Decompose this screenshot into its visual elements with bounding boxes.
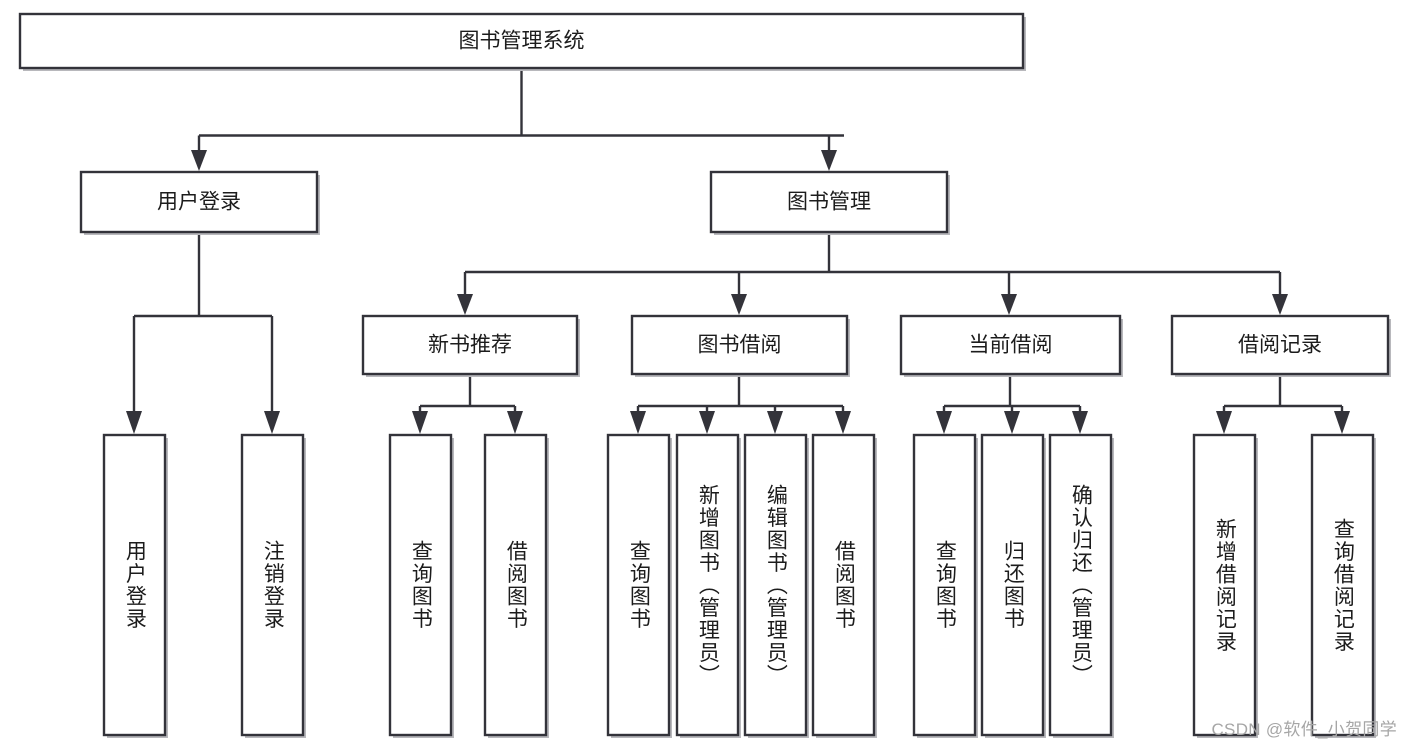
leaf-node[interactable]: 确认归还（管理员） [1048, 433, 1114, 738]
book-borrow-label: 图书借阅 [698, 334, 782, 357]
leaf-label: 注销登录 [261, 540, 285, 630]
leaf-label: 查询借阅记录 [1331, 517, 1355, 653]
leaf-box [675, 433, 740, 737]
arrowhead-leaf-query-record [1334, 411, 1350, 434]
borrow-record-box [1170, 314, 1390, 376]
leaf-label: 编辑图书（管理员） [764, 483, 788, 687]
book-management-box [709, 170, 949, 234]
leaf-label: 新增借阅记录 [1213, 517, 1237, 653]
leaf-box [102, 433, 167, 737]
leaf-label: 确认归还（管理员） [1069, 483, 1093, 687]
leaf-box [1192, 433, 1257, 737]
new-book-recommend-label: 新书推荐 [428, 334, 512, 357]
leaf-box [483, 433, 548, 737]
leaf-box [240, 433, 305, 737]
leaf-label: 查询图书 [933, 540, 957, 630]
arrowhead-new-book-rec [457, 294, 473, 315]
arrowhead-leaf-query-book-3 [936, 411, 952, 434]
book-borrow-box [630, 314, 849, 376]
leaf-node[interactable]: 注销登录 [240, 433, 306, 738]
node-book-borrow[interactable]: 图书借阅 [630, 314, 850, 377]
arrowhead-leaf-borrow-book-1 [507, 411, 523, 434]
new-book-recommend-box [361, 314, 579, 376]
leaf-box [980, 433, 1045, 737]
leaf-node[interactable]: 编辑图书（管理员） [743, 433, 809, 738]
leaf-node[interactable]: 查询图书 [388, 433, 454, 738]
root-label: 图书管理系统 [459, 30, 585, 53]
leaf-box [1048, 433, 1113, 737]
leaf-box [1310, 433, 1375, 737]
arrowhead-user-login [191, 150, 207, 171]
leaf-node[interactable]: 查询图书 [606, 433, 672, 738]
leaf-label: 查询图书 [627, 540, 651, 630]
user-login-label: 用户登录 [157, 191, 241, 214]
arrowhead-leaf-return-book [1004, 411, 1020, 434]
leaf-box [811, 433, 876, 737]
borrow-record-label: 借阅记录 [1238, 334, 1322, 357]
arrowhead-book-borrow [731, 294, 747, 315]
node-book-management[interactable]: 图书管理 [709, 170, 950, 235]
node-new-book-recommend[interactable]: 新书推荐 [361, 314, 580, 377]
root-box [18, 12, 1025, 70]
leaf-node[interactable]: 用户登录 [102, 433, 168, 738]
leaf-label: 用户登录 [123, 540, 147, 630]
leaf-box [912, 433, 977, 737]
arrowhead-leaf-edit-book [767, 411, 783, 434]
arrowhead-book-mgmt [821, 150, 837, 171]
current-borrow-label: 当前借阅 [969, 334, 1053, 357]
arrowhead-leaf-query-book-2 [630, 411, 646, 434]
node-root[interactable]: 图书管理系统 [18, 12, 1026, 71]
leaf-node[interactable]: 查询图书 [912, 433, 978, 738]
arrowhead-leaf-user-login [126, 411, 142, 434]
leaf-label: 归还图书 [1001, 540, 1025, 630]
leaf-label: 借阅图书 [832, 540, 856, 630]
current-borrow-box [899, 314, 1122, 376]
arrowhead-leaf-add-book [699, 411, 715, 434]
node-user-login[interactable]: 用户登录 [79, 170, 320, 235]
arrowhead-current-borrow [1001, 294, 1017, 315]
leaf-node[interactable]: 查询借阅记录 [1310, 433, 1376, 738]
leaf-box [606, 433, 671, 737]
leaf-label: 借阅图书 [504, 540, 528, 630]
book-management-label: 图书管理 [787, 191, 871, 214]
user-login-box [79, 170, 319, 234]
leaf-node[interactable]: 借阅图书 [483, 433, 549, 738]
connector-layer [126, 68, 1350, 434]
leaf-node[interactable]: 新增图书（管理员） [675, 433, 741, 738]
arrowhead-leaf-logout [264, 411, 280, 434]
node-borrow-record[interactable]: 借阅记录 [1170, 314, 1391, 377]
arrowhead-leaf-confirm-return [1072, 411, 1088, 434]
arrowhead-leaf-borrow-book-2 [835, 411, 851, 434]
leaf-node[interactable]: 归还图书 [980, 433, 1046, 738]
leaf-box [388, 433, 453, 737]
leaf-label: 新增图书（管理员） [696, 483, 720, 687]
csdn-watermark: CSDN @软件_小贺同学 [1211, 720, 1397, 739]
leaf-box [743, 433, 808, 737]
node-current-borrow[interactable]: 当前借阅 [899, 314, 1123, 377]
arrowhead-leaf-query-book-1 [412, 411, 428, 434]
leaf-node[interactable]: 新增借阅记录 [1192, 433, 1258, 738]
leaf-node[interactable]: 借阅图书 [811, 433, 877, 738]
leaf-label: 查询图书 [409, 540, 433, 630]
arrowhead-borrow-record [1272, 294, 1288, 315]
arrowhead-leaf-add-record [1216, 411, 1232, 434]
